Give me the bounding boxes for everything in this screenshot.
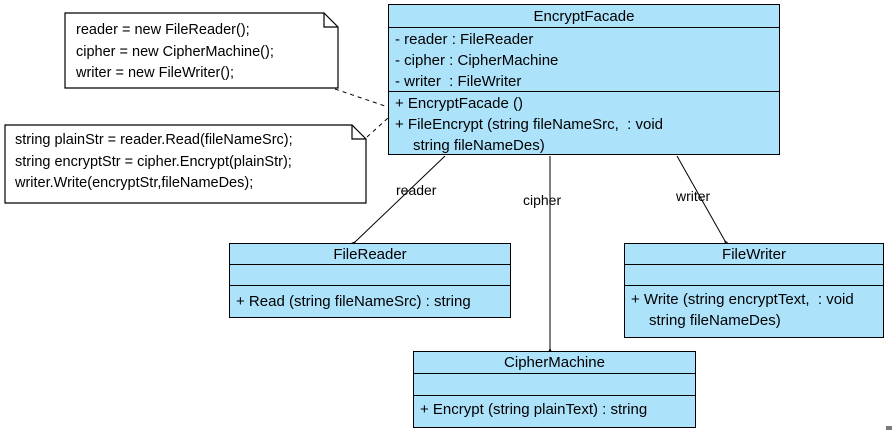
method-line: + EncryptFacade () <box>395 95 523 112</box>
class-title: EncryptFacade <box>389 5 779 28</box>
writer-association-line[interactable] <box>676 155 736 254</box>
note-line: string encryptStr = cipher.Encrypt(plain… <box>15 153 292 170</box>
attributes-compartment: - reader : FileReader - cipher : CipherM… <box>389 28 779 92</box>
class-title: FileWriter <box>625 244 883 265</box>
method-line: string fileNameDes) <box>413 137 545 154</box>
attributes-compartment <box>414 374 695 396</box>
class-file-writer[interactable]: FileWriter + Write (string encryptText, … <box>624 243 884 338</box>
attribute-line: - writer : FileWriter <box>395 73 522 90</box>
note-line: writer.Write(encryptStr,fileNameDes); <box>15 175 254 191</box>
scroll-artifact <box>886 426 892 430</box>
cipher-association-label: cipher <box>523 192 562 208</box>
class-encrypt-facade[interactable]: EncryptFacade - reader : FileReader - ci… <box>388 4 780 155</box>
constructor-note-text: reader = new FileReader(); cipher = new … <box>76 20 274 85</box>
class-cipher-machine[interactable]: CipherMachine + Encrypt (string plainTex… <box>413 351 696 428</box>
attributes-compartment <box>625 265 883 286</box>
encrypt-logic-note-shape[interactable] <box>4 124 367 204</box>
note-line: cipher = new CipherMachine(); <box>76 43 274 60</box>
methods-compartment: + Read (string fileNameSrc) : string <box>230 286 510 312</box>
constructor-note-shape[interactable] <box>64 12 339 89</box>
note-fold-icon <box>351 125 366 140</box>
method-line: + FileEncrypt (string fileNameSrc, : voi… <box>395 116 664 133</box>
class-title: CipherMachine <box>414 352 695 374</box>
constructor-note-anchor-line[interactable] <box>334 88 389 108</box>
note-fold-icon <box>323 13 338 28</box>
writer-association-label: writer <box>676 188 711 204</box>
encrypt-logic-note-text: string plainStr = reader.Read(fileNameSr… <box>15 130 293 195</box>
encrypt-logic-note-anchor-line[interactable] <box>366 117 389 138</box>
methods-compartment: + Encrypt (string plainText) : string <box>414 396 695 420</box>
methods-compartment: + EncryptFacade () + FileEncrypt (string… <box>389 92 779 156</box>
reader-association-label: reader <box>396 182 437 198</box>
method-line: + Encrypt (string plainText) : string <box>420 401 648 418</box>
note-line: writer = new FileWriter(); <box>76 65 235 81</box>
class-file-reader[interactable]: FileReader + Read (string fileNameSrc) :… <box>229 243 511 318</box>
reader-association-line[interactable] <box>343 155 446 254</box>
note-line: reader = new FileReader(); <box>76 22 250 38</box>
method-line: string fileNameDes) <box>649 312 781 329</box>
attribute-line: - cipher : CipherMachine <box>395 52 559 69</box>
note-line: string plainStr = reader.Read(fileNameSr… <box>15 132 293 148</box>
method-line: + Write (string encryptText, : void <box>631 291 854 308</box>
method-line: + Read (string fileNameSrc) : string <box>236 293 471 310</box>
methods-compartment: + Write (string encryptText, : void stri… <box>625 286 883 331</box>
attribute-line: - reader : FileReader <box>395 31 534 48</box>
class-title: FileReader <box>230 244 510 265</box>
attributes-compartment <box>230 265 510 286</box>
